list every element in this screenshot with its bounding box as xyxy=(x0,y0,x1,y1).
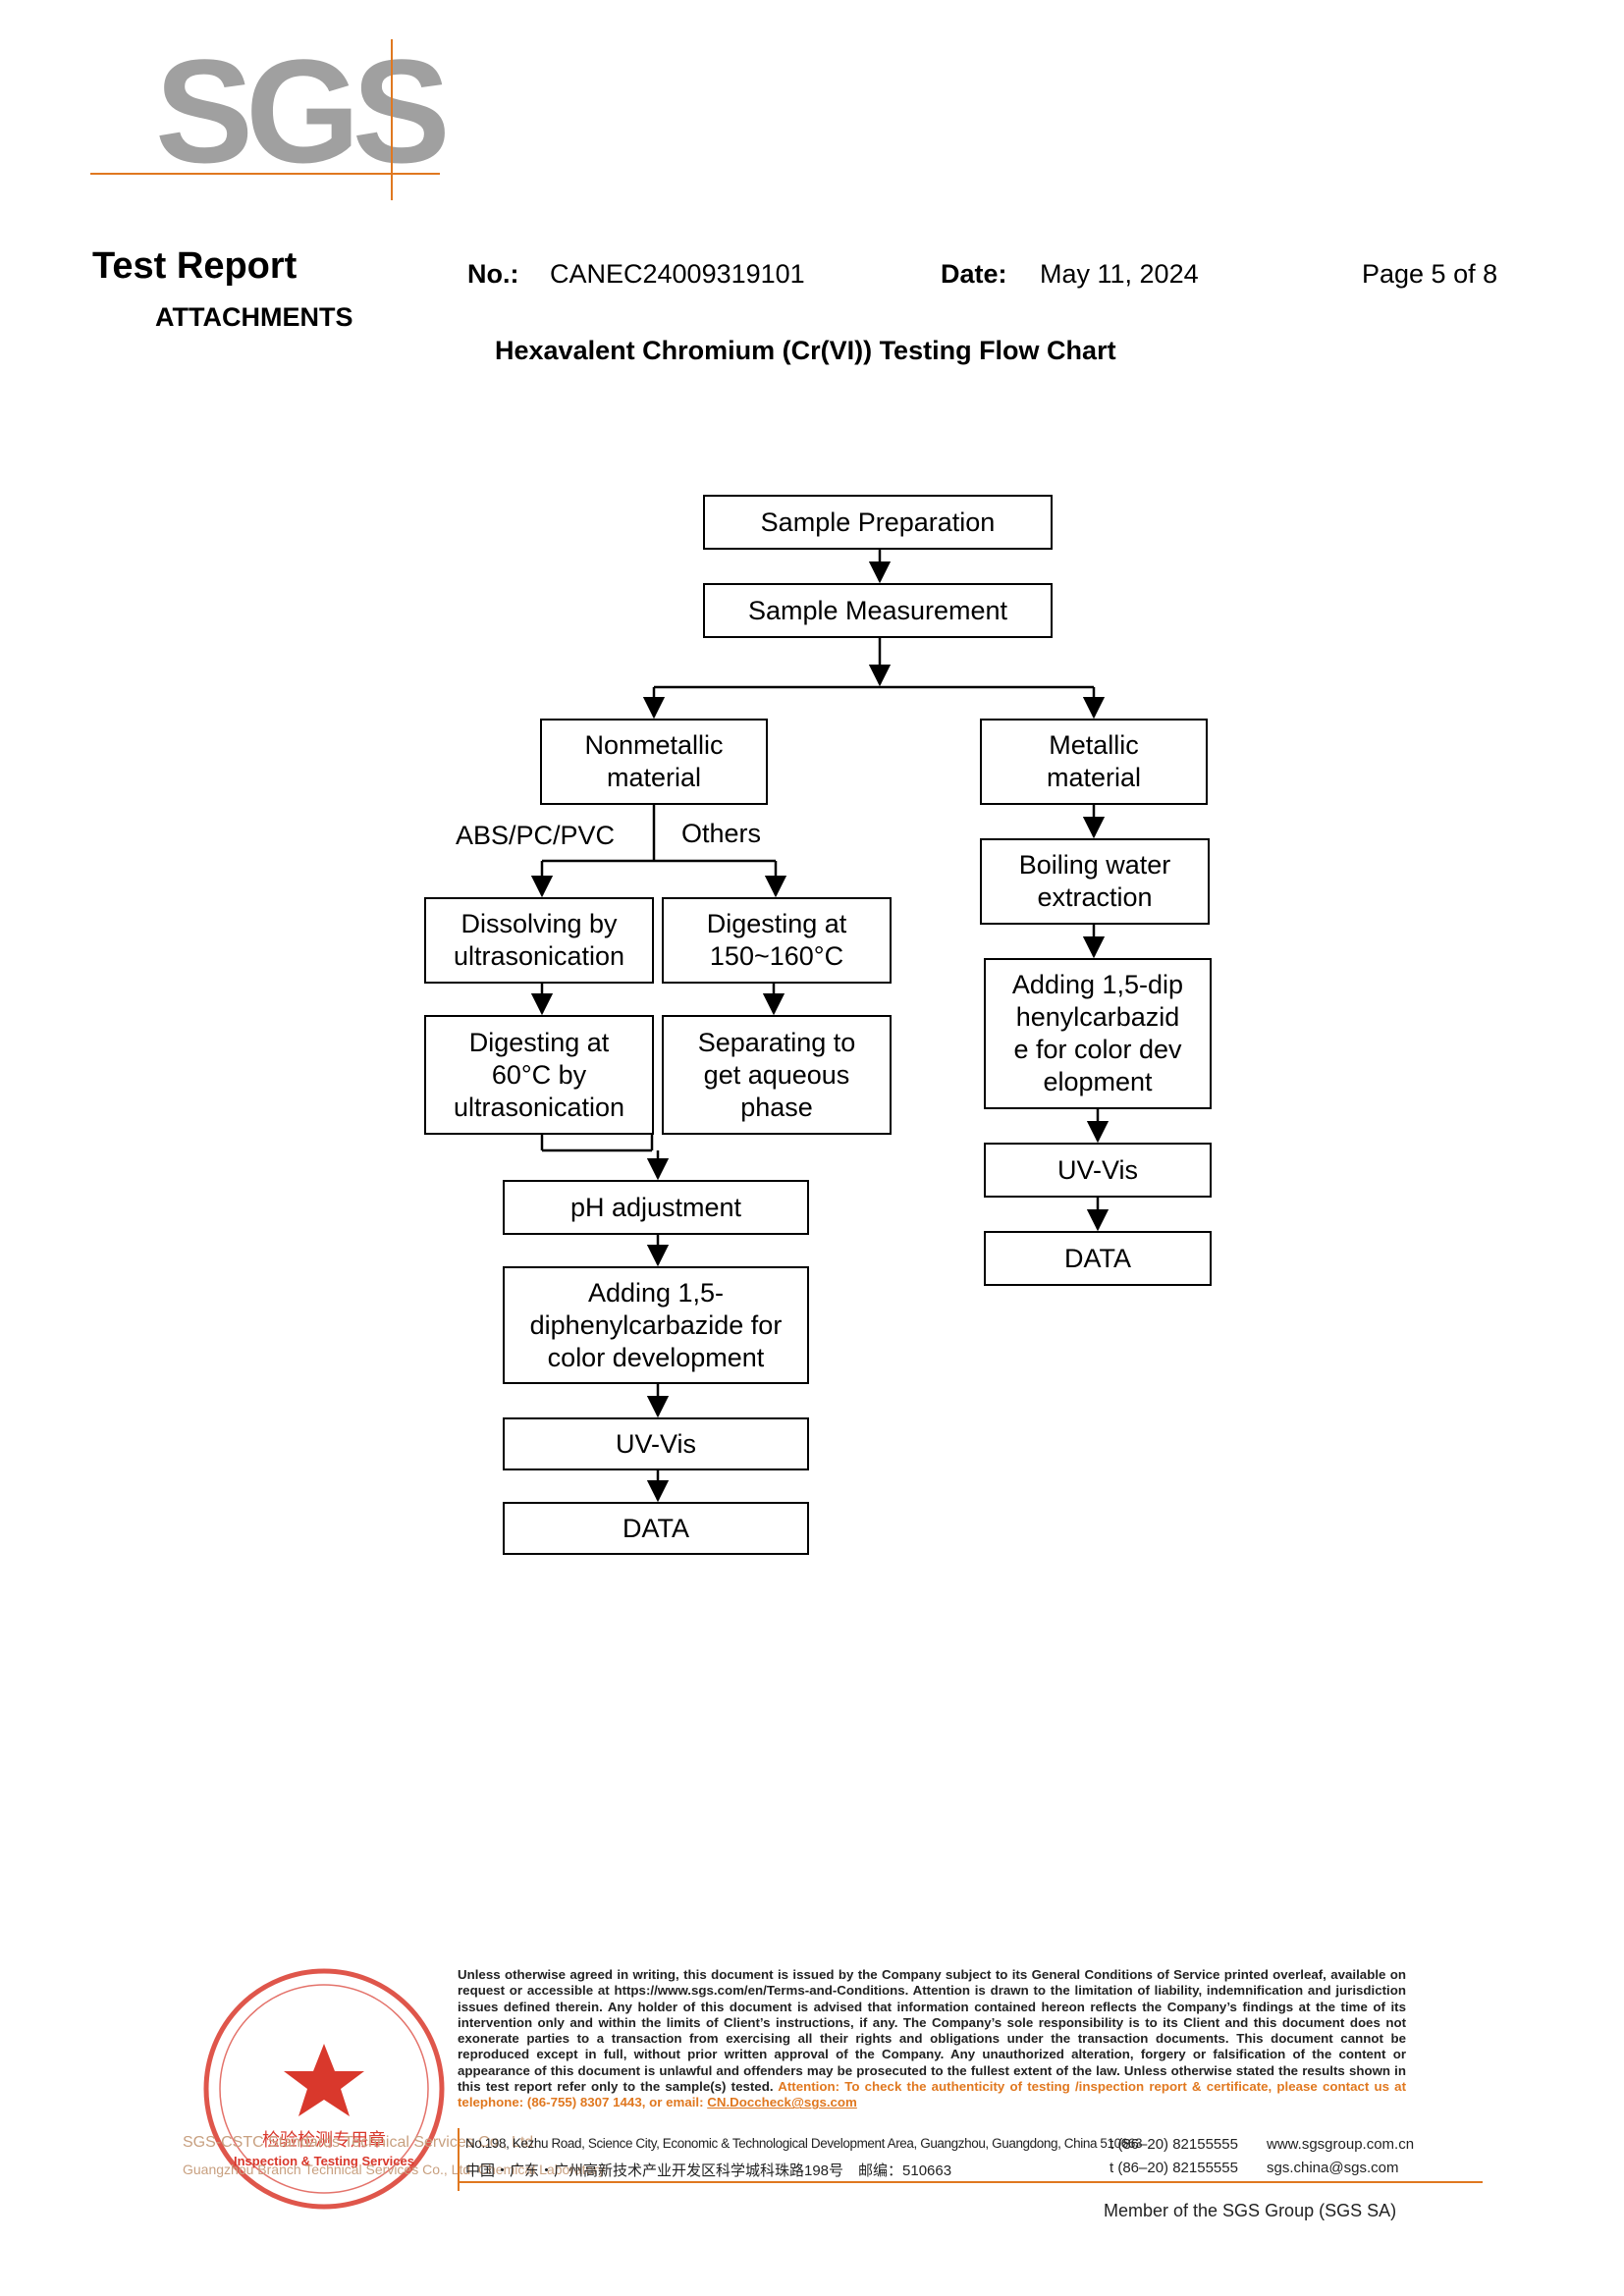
report-number: CANEC24009319101 xyxy=(550,259,805,289)
report-number-label: No.: xyxy=(467,259,519,289)
digesting-60-box: Digesting at 60°C by ultrasonication xyxy=(424,1015,654,1135)
sample-preparation-box: Sample Preparation xyxy=(703,495,1053,550)
page-number: Page 5 of 8 xyxy=(1362,259,1498,289)
seal-center-cn: 检验检测专用章 xyxy=(262,2130,386,2151)
footer-vertical-rule xyxy=(458,2128,460,2191)
report-title: Test Report xyxy=(92,245,298,287)
doccheck-email-link[interactable]: CN.Doccheck@sgs.com xyxy=(707,2095,857,2110)
data-left-box: DATA xyxy=(503,1502,809,1555)
address-english: No.198, Kezhu Road, Science City, Econom… xyxy=(465,2136,1143,2151)
logo-horizontal-line xyxy=(90,173,440,175)
seal-line-1: SGS-CSTC Standards Technical Services Co… xyxy=(183,2134,538,2151)
sgs-logo: SGS xyxy=(155,28,451,193)
others-label: Others xyxy=(681,819,762,848)
date-label: Date: xyxy=(941,259,1007,289)
dissolving-box: Dissolving by ultrasonication xyxy=(424,897,654,984)
disclaimer-text: Unless otherwise agreed in writing, this… xyxy=(458,1967,1406,2095)
abs-pc-pvc-label: ABS/PC/PVC xyxy=(456,821,616,850)
metallic-material-box: Metallic material xyxy=(980,719,1208,805)
sample-measurement-box: Sample Measurement xyxy=(703,583,1053,638)
data-right-box: DATA xyxy=(984,1231,1212,1286)
company-seal-stamp: 检验检测专用章 Inspection & Testing Services xyxy=(203,1968,445,2210)
seal-center-en: Inspection & Testing Services xyxy=(234,2154,414,2168)
flow-chart-title: Hexavalent Chromium (Cr(VI)) Testing Flo… xyxy=(495,336,1116,365)
adding-dpc-left-box: Adding 1,5-diphenylcarbazide for color d… xyxy=(503,1266,809,1384)
attachments-heading: ATTACHMENTS xyxy=(155,302,353,332)
seal-star-icon xyxy=(284,2044,364,2116)
ph-adjustment-box: pH adjustment xyxy=(503,1180,809,1235)
adding-dpc-right-box: Adding 1,5-diphenylcarbazide for color d… xyxy=(984,958,1212,1109)
boiling-water-box: Boiling water extraction xyxy=(980,838,1210,925)
telephone-1: t (86–20) 82155555 xyxy=(1110,2136,1238,2153)
footer-rule xyxy=(458,2181,1483,2183)
sgs-group-membership: Member of the SGS Group (SGS SA) xyxy=(1104,2201,1397,2220)
nonmetallic-material-box: Nonmetallic material xyxy=(540,719,768,805)
seal-line-2: Guangzhou Branch Technical Services Co.,… xyxy=(183,2162,606,2177)
logo-vertical-line xyxy=(391,39,393,200)
separating-box: Separating to get aqueous phase xyxy=(662,1015,892,1135)
digesting-150-box: Digesting at 150~160°C xyxy=(662,897,892,984)
uv-vis-left-box: UV-Vis xyxy=(503,1417,809,1470)
address-chinese: 中国・广东・广州高新技术产业开发区科学城科珠路198号 邮编：510663 xyxy=(465,2163,952,2179)
uv-vis-right-box: UV-Vis xyxy=(984,1143,1212,1198)
website-link[interactable]: www.sgsgroup.com.cn xyxy=(1267,2136,1415,2153)
telephone-2: t (86–20) 82155555 xyxy=(1110,2160,1238,2176)
legal-disclaimer: Unless otherwise agreed in writing, this… xyxy=(458,1967,1406,2111)
authenticity-notice: Attention: To check the authenticity of … xyxy=(458,2079,1407,2110)
contact-email-link[interactable]: sgs.china@sgs.com xyxy=(1267,2160,1399,2176)
flowchart-connectors xyxy=(530,550,1110,1503)
report-date: May 11, 2024 xyxy=(1040,259,1199,289)
